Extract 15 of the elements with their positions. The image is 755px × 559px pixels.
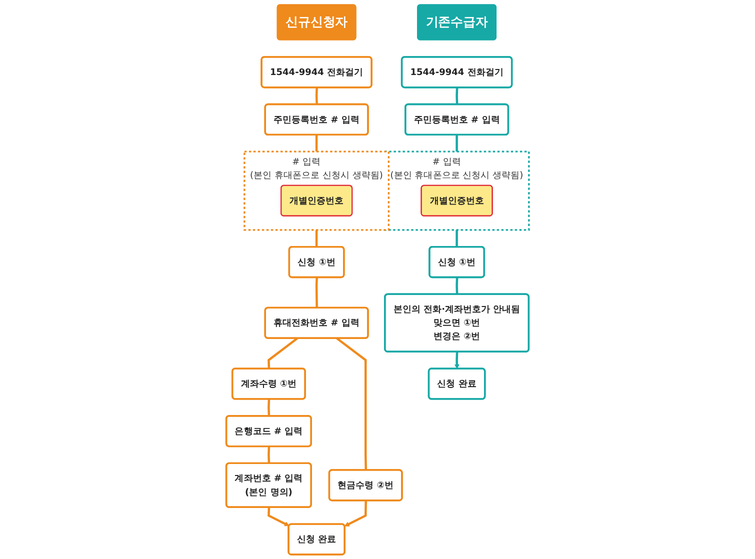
arrow bbox=[454, 352, 460, 370]
connector bbox=[315, 230, 318, 247]
connector bbox=[315, 134, 318, 152]
connector bbox=[315, 88, 318, 105]
connector bbox=[268, 446, 270, 464]
connector bbox=[456, 88, 458, 105]
arrow bbox=[344, 500, 368, 526]
connector bbox=[315, 278, 318, 308]
connector bbox=[336, 337, 368, 470]
connector bbox=[456, 230, 458, 247]
connector bbox=[268, 399, 270, 416]
arrow bbox=[268, 507, 290, 526]
connector bbox=[268, 337, 298, 369]
connector bbox=[456, 277, 458, 294]
connector bbox=[456, 134, 458, 152]
